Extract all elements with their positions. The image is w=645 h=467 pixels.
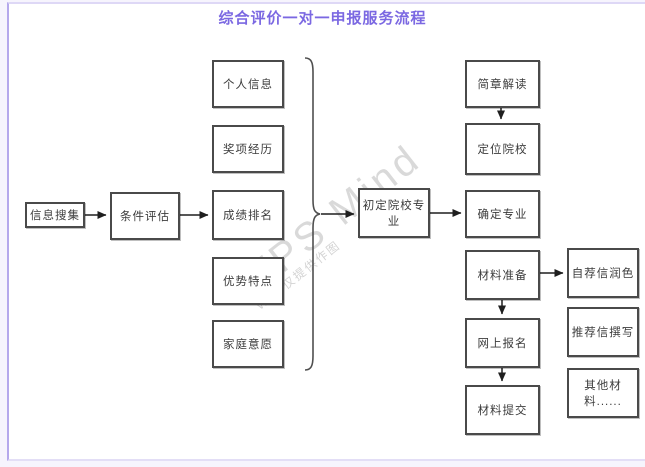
node-award-experience[interactable]: 奖项经历 [212,125,284,173]
node-info-gather[interactable]: 信息搜集 [25,202,85,228]
page-title: 综合评价一对一申报服务流程 [218,10,427,27]
node-self-letter-polish[interactable]: 自荐信润色 [567,248,639,298]
node-confirm-major[interactable]: 确定专业 [465,190,540,238]
node-material-submit[interactable]: 材料提交 [465,385,540,435]
node-grade-ranking[interactable]: 成绩排名 [212,190,284,240]
node-initial-school-major[interactable]: 初定院校专业 [358,188,430,238]
node-other-materials[interactable]: 其他材料...... [567,368,639,418]
node-material-prep[interactable]: 材料准备 [465,250,540,300]
node-target-school[interactable]: 定位院校 [465,123,540,175]
node-strengths[interactable]: 优势特点 [212,257,284,305]
node-personal-info[interactable]: 个人信息 [212,60,284,108]
node-brochure-reading[interactable]: 简章解读 [465,60,540,108]
node-rec-letter-write[interactable]: 推荐信撰写 [567,307,639,357]
node-condition-eval[interactable]: 条件评估 [110,192,180,240]
node-online-signup[interactable]: 网上报名 [465,318,540,368]
node-family-wish[interactable]: 家庭意愿 [212,320,284,368]
